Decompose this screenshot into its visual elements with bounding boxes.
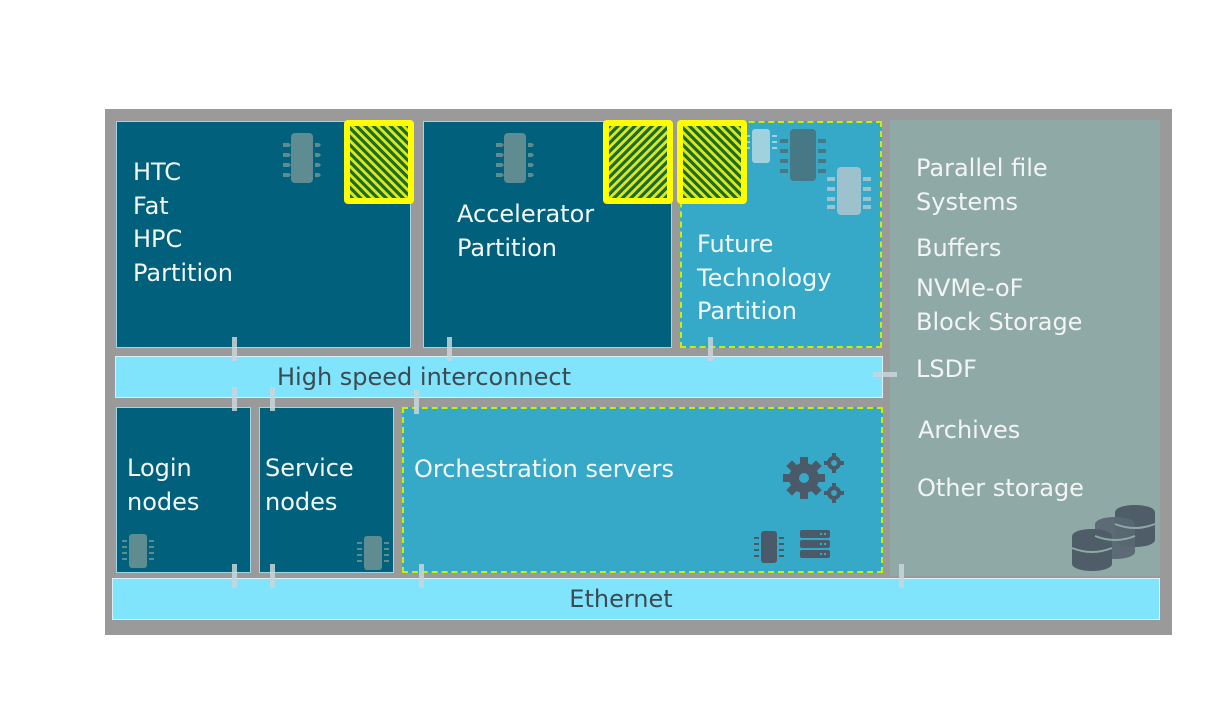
connector — [873, 372, 897, 377]
storage-panel[interactable]: Parallel file Systems Buffers NVMe-oF Bl… — [890, 120, 1160, 576]
server-rack-icon — [800, 530, 830, 558]
connector — [270, 564, 275, 588]
storage-item-parallel-file-systems: Parallel file Systems — [916, 154, 1048, 216]
chip-icon — [283, 133, 321, 183]
hatched-highlight — [677, 120, 747, 204]
storage-item-lsdf: LSDF — [916, 355, 977, 383]
future-technology-partition-label: Future Technology Partition — [697, 230, 832, 325]
ethernet-label: Ethernet — [569, 585, 673, 613]
high-speed-interconnect[interactable]: High speed interconnect — [115, 356, 883, 398]
chip-icon — [827, 167, 871, 215]
login-nodes[interactable]: Login nodes — [116, 407, 251, 573]
chip-icon — [496, 133, 534, 183]
ethernet-bus[interactable]: Ethernet — [112, 578, 1160, 620]
connector — [899, 564, 904, 588]
chip-icon — [780, 129, 826, 181]
storage-item-buffers: Buffers — [916, 234, 1002, 262]
connector — [708, 337, 713, 361]
high-speed-interconnect-label: High speed interconnect — [277, 363, 571, 391]
connector — [232, 387, 237, 411]
chip-icon — [754, 531, 784, 563]
chip-icon — [357, 536, 389, 570]
service-nodes-label: Service nodes — [265, 454, 354, 516]
orchestration-servers[interactable]: Orchestration servers — [402, 407, 883, 573]
chip-icon — [122, 534, 154, 568]
database-icon — [1071, 505, 1156, 571]
hatched-highlight — [603, 120, 673, 204]
connector — [419, 564, 424, 588]
chip-icon — [745, 129, 777, 163]
login-nodes-label: Login nodes — [127, 454, 200, 516]
connector — [447, 337, 452, 361]
hatched-highlight — [344, 120, 414, 204]
connector — [232, 337, 237, 361]
orchestration-servers-label: Orchestration servers — [414, 455, 674, 483]
accelerator-partition-label: Accelerator Partition — [457, 200, 595, 262]
htc-partition-label: HTC Fat HPC Partition — [133, 158, 234, 287]
storage-item-other-storage: Other storage — [917, 474, 1084, 502]
gears-icon — [783, 453, 844, 503]
storage-item-archives: Archives — [918, 416, 1021, 444]
connector — [232, 564, 237, 588]
service-nodes[interactable]: Service nodes — [259, 407, 394, 573]
storage-item-nvme-of-block-storage: NVMe-oF Block Storage — [916, 274, 1083, 336]
connector — [414, 390, 419, 414]
connector — [270, 387, 275, 411]
